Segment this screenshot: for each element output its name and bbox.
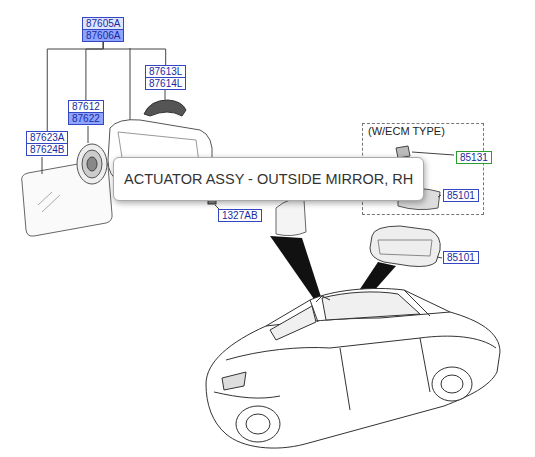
callout-box: 8761287622 [68,100,104,125]
region-heading: (W/ECM TYPE) [368,125,445,138]
part-number: 1327AB [219,210,261,221]
callout-box: 87613L87614L [145,65,186,90]
callout-box: 87623A87624B [26,131,68,156]
tree-connector [47,42,103,131]
part-number: 87613L [146,66,185,77]
pointer-wedge [270,236,322,302]
part-number: 87624B [27,143,67,155]
callout-box: 1327AB [218,209,262,222]
part-number: 87605A [83,18,123,29]
tree-connector [103,42,165,65]
callout-box: 87605A87606A [82,17,124,42]
part-number: 87614L [146,77,185,89]
part-number: 87622 [69,112,103,124]
actuator [77,144,107,184]
part-number: 85101 [444,252,478,263]
tooltip-text: ACTUATOR ASSY - OUTSIDE MIRROR, RH [124,169,413,189]
car-illustration [206,288,500,448]
leader-line [130,48,131,122]
part-number: 87606A [83,29,123,41]
part-number: 85131 [457,152,491,163]
callout-box: 85101 [443,189,479,202]
mirror-cover [144,100,186,116]
mirror-base [276,199,306,236]
inside-rear-view-mirror [370,226,440,267]
callout-box: 85131 [456,151,492,164]
tooltip-box: ACTUATOR ASSY - OUTSIDE MIRROR, RH [113,157,424,201]
part-number: 87612 [69,101,103,112]
part-number: 85101 [444,190,478,201]
tree-connector [86,42,103,100]
callout-box: 85101 [443,251,479,264]
part-number: 87623A [27,132,67,143]
